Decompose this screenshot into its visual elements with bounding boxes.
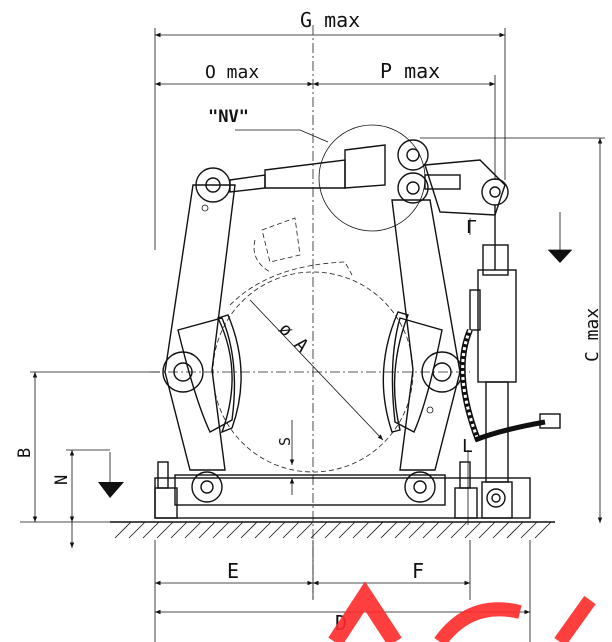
thruster: Γ L <box>459 205 561 525</box>
label-b: B <box>15 448 35 458</box>
label-e: E <box>227 559 239 583</box>
label-n: N <box>52 475 72 485</box>
watermark <box>328 581 596 642</box>
svg-text:L: L <box>462 436 473 457</box>
centerlines <box>150 25 470 600</box>
ground-hatch <box>114 521 552 539</box>
left-arm <box>162 167 242 503</box>
label-o-max: O max <box>205 62 259 83</box>
label-nv: "NV" <box>208 107 249 127</box>
label-p-max: P max <box>380 59 440 83</box>
svg-text:Γ: Γ <box>466 217 477 238</box>
label-f: F <box>412 559 424 583</box>
base <box>110 461 555 523</box>
label-g-max: G max <box>300 8 360 32</box>
label-nv-group: "NV" <box>208 107 329 143</box>
label-dia-a: ø A <box>274 319 312 357</box>
label-c-max: C max <box>582 308 603 362</box>
dimension-g-max: G max <box>154 8 506 250</box>
dimension-c-max: C max <box>420 137 605 523</box>
top-linkage <box>229 124 509 232</box>
dimension-o-p: O max P max <box>155 59 496 180</box>
right-arm <box>382 199 463 503</box>
label-s: S <box>276 437 294 446</box>
